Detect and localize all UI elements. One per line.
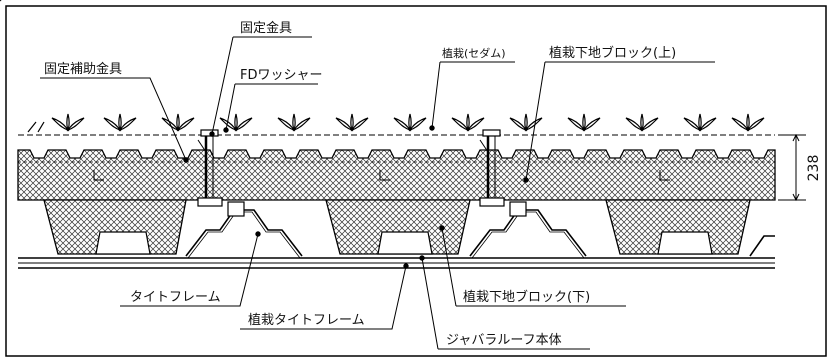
diagram-border — [5, 5, 827, 357]
fixing-bracket-right — [479, 129, 527, 217]
label-fd-washer: FDワッシャー — [240, 68, 323, 83]
sedum-plants — [0, 0, 765, 133]
label-kotei-kanagu: 固定金具 — [240, 20, 292, 36]
height-dimension-value: 238 — [806, 155, 822, 182]
block-joint-marks — [93, 170, 670, 181]
lower-planting-blocks — [43, 199, 751, 255]
leader-lines — [40, 36, 715, 350]
label-kotei-hojo-kanagu: 固定補助金具 — [44, 61, 122, 77]
label-shokusai-block-lower: 植栽下地ブロック(下) — [463, 289, 590, 305]
tight-frame-profile-2 — [469, 209, 587, 257]
label-shokusai-block-upper: 植栽下地ブロック(上) — [549, 45, 676, 61]
upper-planting-block — [17, 149, 776, 201]
roof-main-body — [18, 257, 775, 269]
lower-block-openings — [95, 231, 713, 255]
height-dimension — [778, 133, 806, 202]
tight-frame-profile — [185, 209, 303, 257]
label-tight-frame: タイトフレーム — [130, 290, 221, 305]
label-jabara-roof: ジャバラルーフ本体 — [446, 333, 562, 348]
label-shokusai-tight-frame: 植栽タイトフレーム — [248, 312, 365, 328]
label-shokusai-sedum: 植栽(セダム) — [442, 46, 506, 60]
